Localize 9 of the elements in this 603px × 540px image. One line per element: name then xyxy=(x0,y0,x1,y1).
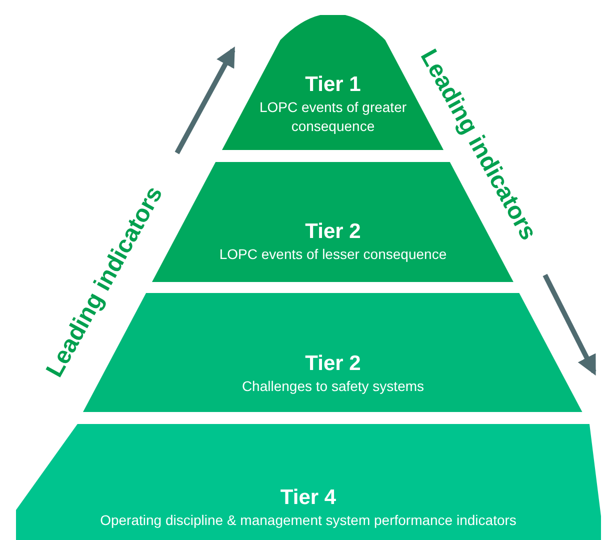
pyramid-tier xyxy=(16,424,601,540)
tier-heading: Tier 2 xyxy=(305,351,361,377)
tier-description: LOPC events of lesser consequence xyxy=(219,245,447,264)
tier-description: Operating discipline & management system performance indicators xyxy=(100,511,516,530)
tier-description: Challenges to safety systems xyxy=(242,377,424,396)
tier-description: LOPC events of greater consequence xyxy=(258,98,408,136)
tier-heading: Tier 1 xyxy=(305,72,361,98)
tier-heading: Tier 4 xyxy=(280,485,336,511)
tier-heading: Tier 2 xyxy=(305,219,361,245)
